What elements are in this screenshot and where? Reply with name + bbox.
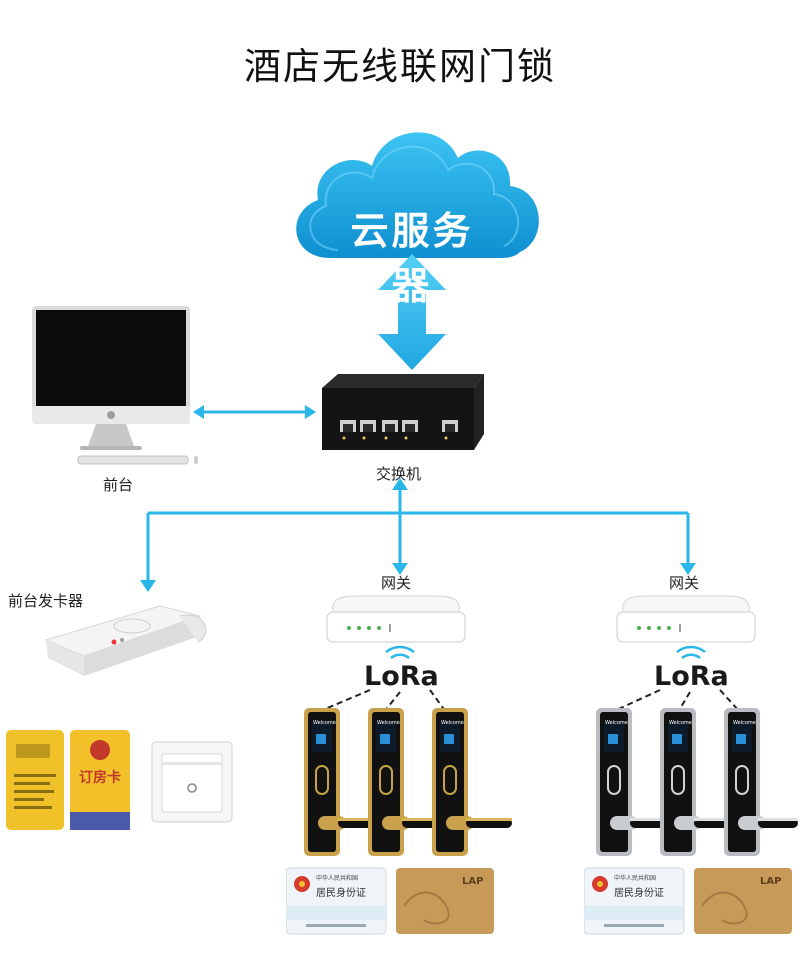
lock-screen-text: Welcome (733, 720, 756, 726)
distribution-lines (146, 484, 690, 584)
card-set-left: 中华人民共和国 居民身份证 LAP (286, 867, 494, 935)
computer-switch-arrow (193, 405, 316, 419)
id-card-name: 居民身份证 (614, 886, 664, 899)
wall-switch-icon (151, 741, 233, 823)
switch-icon (322, 374, 484, 450)
gateway-left-icon (326, 595, 466, 643)
lora-left-label: LoRa (364, 661, 439, 692)
page-title: 酒店无线联网门锁 (244, 45, 556, 88)
encoder-label: 前台发卡器 (8, 592, 84, 610)
id-card-name: 居民身份证 (316, 886, 366, 899)
cloud-server-label: 云服务器 (350, 209, 474, 308)
gateway-right-label: 网关 (669, 574, 700, 592)
computer-icon (32, 306, 198, 465)
lock-screen-text: Welcome (669, 720, 692, 726)
signal-icon (385, 645, 706, 660)
gateway-right-icon (616, 595, 756, 643)
room-card-text: 订房卡 (79, 769, 121, 786)
id-card-title: 中华人民共和国 (614, 874, 656, 882)
lora-right-label: LoRa (654, 661, 729, 692)
silver-door-locks (596, 708, 798, 856)
gold-door-locks (304, 708, 512, 856)
card-encoder-icon (44, 605, 207, 676)
switch-label: 交换机 (376, 465, 422, 483)
room-cards-icon: 订房卡 (6, 730, 130, 830)
ic-card-brand: LAP (462, 876, 483, 887)
ic-card-brand: LAP (760, 876, 781, 887)
gateway-left-label: 网关 (381, 574, 412, 592)
computer-label: 前台 (103, 476, 134, 494)
lock-screen-text: Welcome (377, 720, 400, 726)
lock-screen-text: Welcome (441, 720, 464, 726)
lock-screen-text: Welcome (605, 720, 628, 726)
cloud-icon (296, 132, 539, 258)
card-set-right: 中华人民共和国 居民身份证 LAP (584, 867, 792, 935)
id-card-title: 中华人民共和国 (316, 874, 358, 882)
double-arrow-icon (378, 254, 446, 370)
lock-screen-text: Welcome (313, 720, 336, 726)
